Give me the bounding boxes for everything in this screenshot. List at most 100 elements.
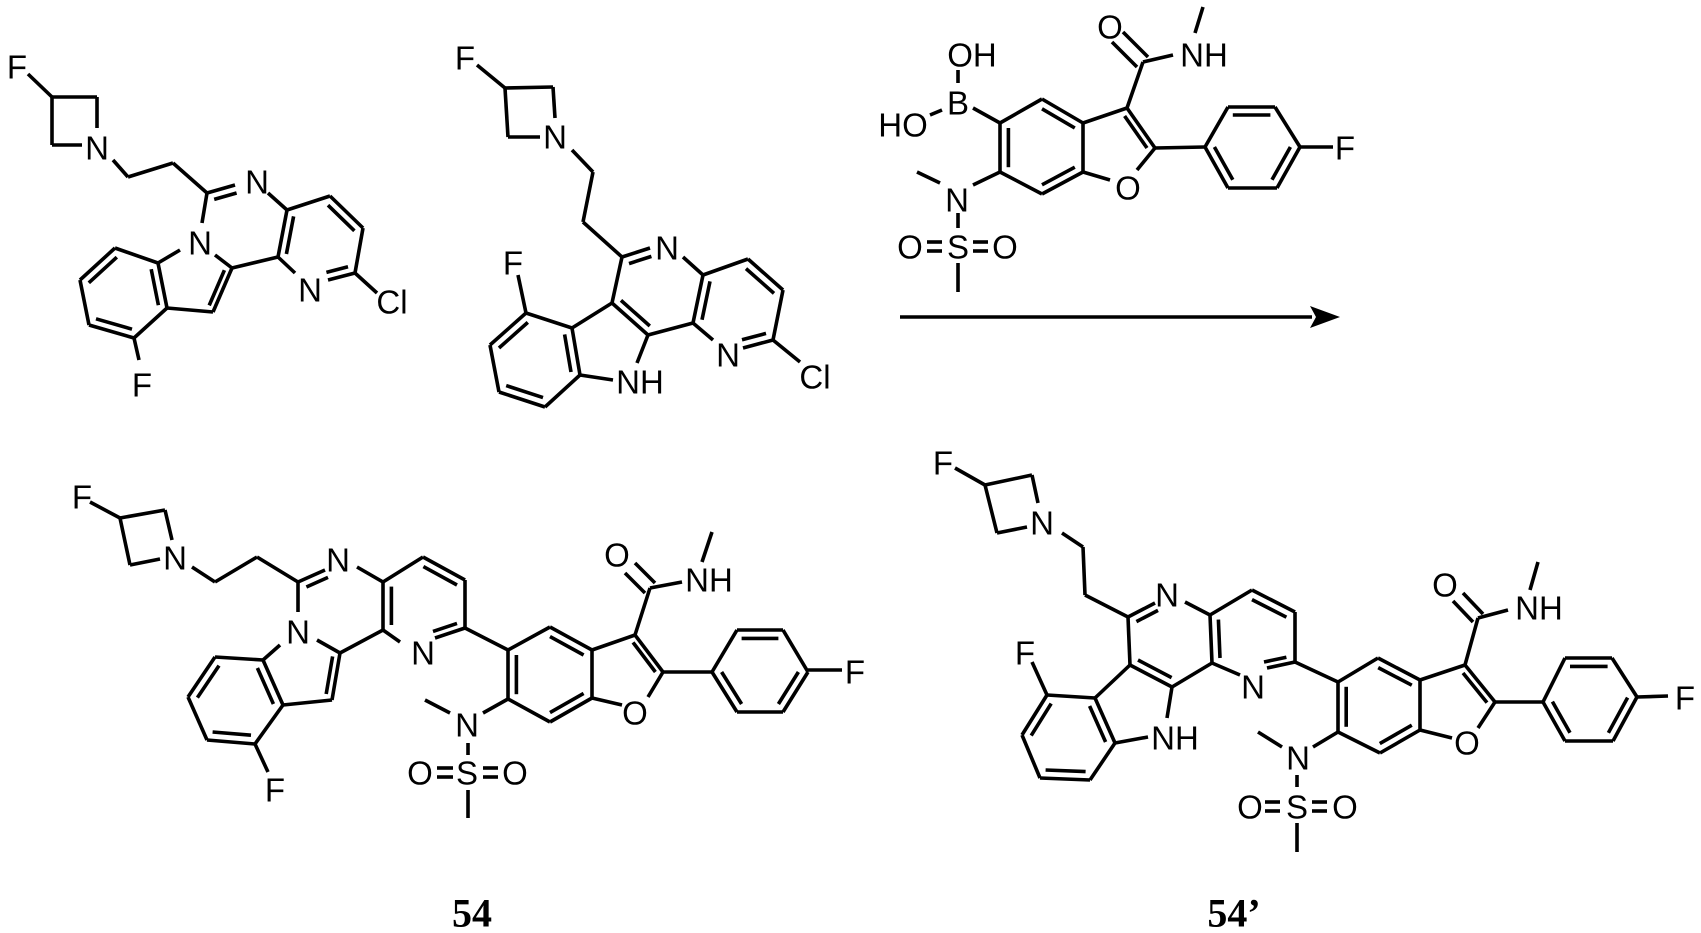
atom-label: N: [455, 707, 479, 744]
bond: [572, 150, 593, 172]
bond: [1453, 601, 1473, 622]
atom-label: O: [1097, 9, 1123, 46]
bond: [207, 740, 255, 744]
bond: [128, 163, 173, 177]
double-bond-inner-line: [257, 668, 273, 704]
atom-label: O: [622, 695, 648, 732]
bond: [490, 345, 499, 392]
bond: [165, 510, 172, 540]
double-bond-inner-line: [197, 666, 219, 698]
molecules-layer: FNNNNClFFNNNClNHFOHBHOONHOFNSOOFNNNNFONH…: [7, 7, 1695, 852]
atom-label: N: [245, 164, 269, 201]
atom-label: N: [1030, 505, 1054, 542]
bond: [930, 110, 942, 115]
bond: [215, 255, 232, 268]
double-bond-inner-line: [213, 732, 251, 735]
bond: [263, 645, 280, 660]
atom-label: S: [1286, 789, 1308, 826]
bond: [1543, 658, 1565, 702]
atom-label: O: [992, 229, 1018, 266]
bond: [580, 375, 613, 380]
atom-label: N: [298, 272, 322, 309]
bond: [625, 573, 645, 593]
bond: [583, 222, 622, 257]
atom-label: B: [947, 85, 969, 122]
bond: [1313, 732, 1338, 747]
atom-label: O: [1115, 170, 1141, 207]
bond: [317, 640, 340, 653]
bond: [328, 273, 355, 280]
bond: [637, 335, 648, 363]
double-bond-inner-line: [1138, 660, 1172, 678]
double-bond-inner-line: [306, 577, 328, 587]
double-bond-inner-line: [1031, 704, 1051, 736]
bond: [1167, 687, 1172, 718]
bond: [1047, 695, 1095, 698]
bond: [1530, 562, 1538, 590]
atom-label: F: [455, 40, 475, 77]
atom-label: O: [407, 755, 433, 792]
double-bond-inner-line: [1380, 725, 1412, 743]
bond: [1083, 547, 1085, 595]
atom-label: F: [933, 445, 953, 482]
molecule-1: FNNNClNHF: [455, 40, 831, 408]
bond: [1112, 42, 1137, 67]
bond: [1083, 108, 1127, 123]
atom-label: S: [456, 755, 478, 792]
molecule-0: FNNNNClF: [7, 49, 408, 404]
bond: [1210, 590, 1252, 615]
bond: [985, 475, 1032, 485]
atom-label: NH: [1151, 720, 1199, 757]
atom-label: N: [411, 635, 435, 672]
bond: [612, 257, 622, 303]
atom-label: N: [163, 540, 187, 577]
atom-label: Cl: [376, 284, 407, 321]
bond: [188, 697, 207, 740]
bond: [355, 273, 377, 293]
atom-label: N: [326, 542, 350, 579]
bond: [526, 313, 572, 328]
atom-label: F: [1015, 635, 1035, 672]
bond: [592, 698, 622, 705]
atom-label: NH: [685, 562, 733, 599]
bond: [1137, 148, 1155, 170]
double-bond-inner-line: [1218, 620, 1220, 658]
bond: [1258, 732, 1282, 747]
bond: [268, 193, 287, 210]
bond: [383, 557, 423, 582]
bond: [712, 630, 737, 672]
bond: [973, 108, 1000, 123]
atom-label: S: [947, 229, 969, 266]
bond: [1022, 735, 1040, 778]
bond: [505, 87, 553, 88]
bond: [622, 248, 650, 257]
atom-label: N: [945, 182, 969, 219]
double-bond-inner-line: [326, 267, 348, 273]
bond: [508, 627, 550, 650]
bond: [134, 308, 167, 338]
bond: [483, 699, 508, 713]
bond: [783, 630, 808, 672]
bond: [592, 635, 635, 650]
atom-label: Cl: [799, 359, 830, 396]
bond: [1612, 658, 1637, 697]
double-bond-inner-line: [1042, 167, 1075, 185]
bond: [572, 328, 580, 375]
atom-label: O: [1432, 567, 1458, 604]
bond: [683, 257, 703, 275]
bond: [158, 250, 180, 263]
atom-label: N: [1241, 669, 1265, 706]
bond: [1338, 732, 1380, 753]
bond: [287, 196, 330, 210]
bond: [1295, 662, 1338, 682]
bond: [257, 557, 298, 582]
atom-label: NH: [616, 364, 664, 401]
bond: [192, 567, 215, 582]
bond: [120, 518, 130, 565]
bond: [1090, 743, 1115, 780]
bond: [278, 257, 295, 273]
bond: [985, 485, 997, 533]
double-bond-inner-line: [1046, 770, 1086, 772]
double-bond-inner-line: [151, 269, 158, 305]
atom-label: N: [188, 225, 212, 262]
